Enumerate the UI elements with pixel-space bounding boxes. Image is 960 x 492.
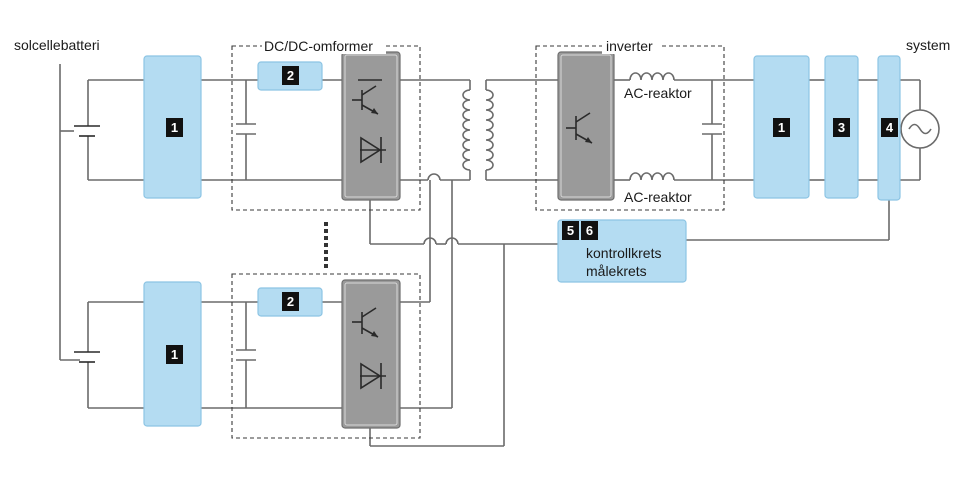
label-ac-reactor-top: AC-reaktor [624, 85, 692, 101]
svg-text:5: 5 [567, 223, 574, 238]
badge-2-top: 2 [282, 66, 299, 85]
svg-text:1: 1 [171, 120, 178, 135]
dcdc-enclosure-bottom [231, 273, 421, 439]
dcdc-switch-module-top [341, 51, 401, 201]
ac-reactor-bottom-coil [629, 172, 675, 181]
label-inverter: inverter [606, 38, 653, 54]
capacitor-filter [702, 123, 722, 135]
badge-1-right: 1 [773, 118, 790, 137]
inverter-switch-module [557, 51, 615, 201]
badge-5: 5 [562, 221, 579, 240]
label-system: system [906, 37, 950, 53]
transformer [462, 89, 494, 171]
svg-text:2: 2 [287, 294, 294, 309]
capacitor-dcdc-bottom [236, 349, 256, 361]
svg-text:6: 6 [586, 223, 593, 238]
svg-text:3: 3 [838, 120, 845, 135]
svg-text:1: 1 [171, 347, 178, 362]
badge-1-bottom: 1 [166, 345, 183, 364]
svg-text:4: 4 [886, 120, 894, 135]
dcdc-switch-module-bottom [341, 279, 401, 429]
badge-2-bottom: 2 [282, 292, 299, 311]
battery-top [74, 125, 100, 137]
svg-text:1: 1 [778, 120, 785, 135]
ac-reactor-top-coil [629, 72, 675, 81]
battery-bottom [74, 351, 100, 363]
wiring [59, 64, 921, 447]
badge-4: 4 [881, 118, 898, 137]
badge-1-top: 1 [166, 118, 183, 137]
capacitor-dcdc-top [236, 123, 256, 135]
label-control-circuit: kontrollkrets [586, 245, 661, 261]
label-ac-reactor-bottom: AC-reaktor [624, 189, 692, 205]
label-pv-array: solcellebatteri [14, 37, 100, 53]
svg-text:2: 2 [287, 68, 294, 83]
ac-grid-source-icon [900, 109, 940, 149]
badge-3: 3 [833, 118, 850, 137]
badge-6: 6 [581, 221, 598, 240]
label-dcdc-converter: DC/DC-omformer [264, 38, 373, 54]
label-measurement-circuit: målekrets [586, 263, 647, 279]
